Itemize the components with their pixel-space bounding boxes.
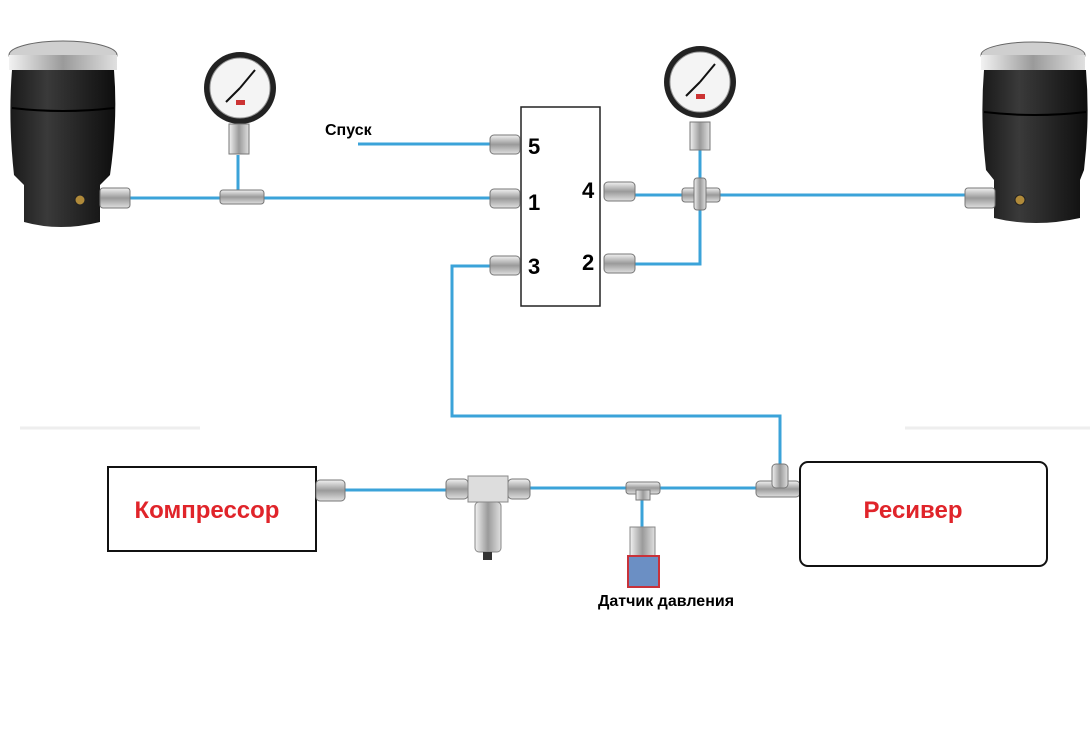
port-2-label: 2 <box>582 250 594 275</box>
right-air-spring <box>980 41 1088 223</box>
tee-fitting <box>219 189 265 205</box>
air-lines <box>130 142 965 530</box>
fitting <box>964 187 996 209</box>
port-1-label: 1 <box>528 190 540 215</box>
fitting <box>99 187 131 209</box>
sensor-fitting <box>629 526 656 557</box>
port-3-label: 3 <box>528 254 540 279</box>
left-air-spring <box>8 40 118 227</box>
release-label: Спуск <box>325 122 373 139</box>
right-pressure-gauge-icon <box>664 46 736 151</box>
elbow-fitting <box>755 463 801 498</box>
pipe-port3-receiver <box>450 264 782 466</box>
left-pressure-gauge-icon <box>204 52 276 155</box>
port-5-label: 5 <box>528 134 540 159</box>
compressor-label: Компрессор <box>135 497 280 524</box>
valve-block <box>520 106 601 307</box>
air-filter-icon <box>445 475 531 560</box>
receiver-label: Ресивер <box>864 497 963 524</box>
pressure-sensor-label: Датчик давления <box>598 593 734 610</box>
compressor-box <box>107 466 317 552</box>
pipe-port2 <box>635 205 702 266</box>
cross-fitting <box>681 177 721 211</box>
receiver-box <box>799 461 1048 567</box>
pressure-sensor-icon <box>627 555 660 588</box>
valve-fittings <box>489 134 636 276</box>
port-4-label: 4 <box>582 178 595 203</box>
tee-fitting <box>625 481 661 501</box>
fitting <box>315 479 346 502</box>
